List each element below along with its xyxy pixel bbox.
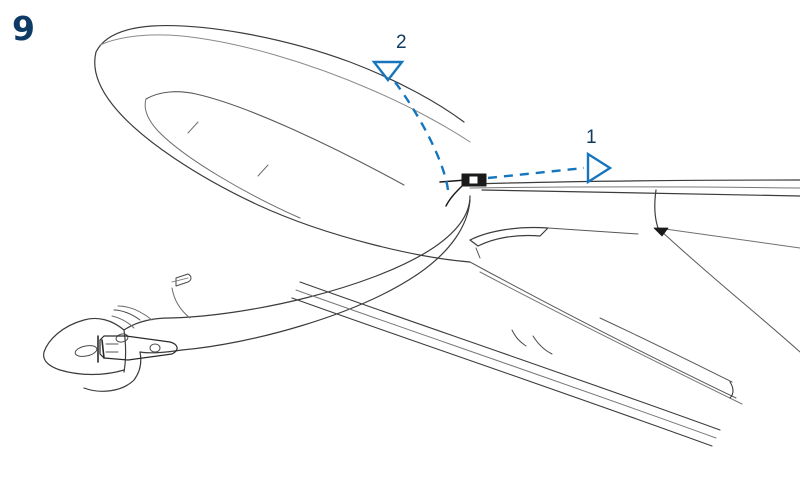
tail-boom: [291, 261, 743, 447]
wing-joiner-fitting: [439, 173, 487, 207]
callout-1-label: 1: [586, 127, 597, 148]
callout-1-leader: [487, 166, 585, 180]
step-number: 9: [12, 9, 35, 48]
wing-root-fairing: [469, 226, 639, 259]
callout-1-arrowhead: [586, 151, 613, 185]
left-wing-panel: [94, 25, 471, 263]
fuselage: [123, 195, 471, 354]
nose-spinner: [43, 305, 178, 392]
callout-2-label: 2: [396, 32, 407, 53]
right-wing-panel: [469, 179, 800, 353]
callout-2-arrowhead: [371, 60, 405, 82]
callout-2-leader: [391, 77, 450, 191]
